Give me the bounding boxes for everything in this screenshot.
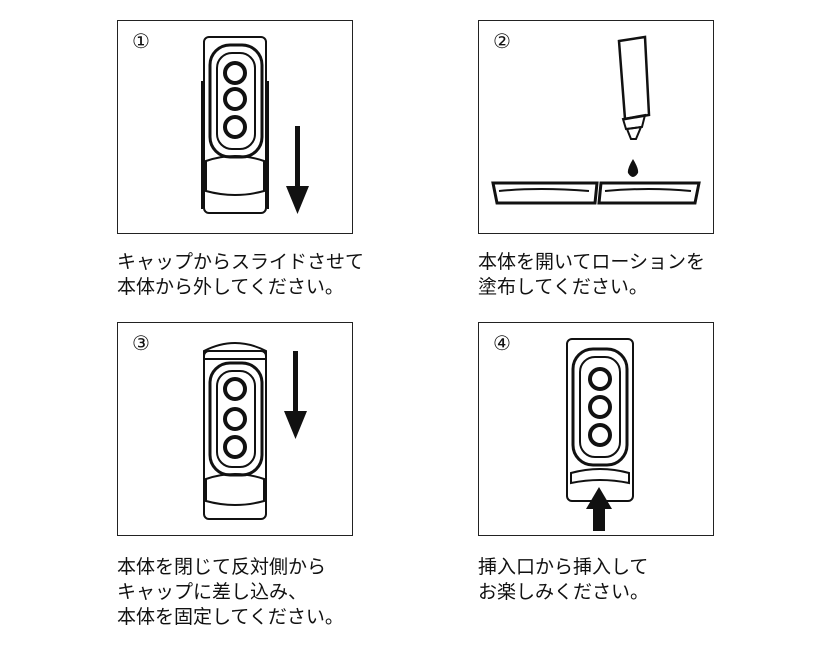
arrow-down-icon [286,186,309,214]
caption-line: 挿入口から挿入して [478,556,649,578]
device-hole [223,407,247,431]
device-hole [223,115,247,139]
device-hole [588,395,612,419]
caption-line: キャップに差し込み、 [117,581,308,603]
step-4-number: ④ [493,331,511,355]
arrow-down-icon [295,126,300,188]
opened-device-left [491,181,599,205]
device-hole [223,87,247,111]
step-2-illustration [491,35,701,205]
device-hole [588,423,612,447]
cap-shape [566,338,634,502]
device-body [571,347,629,467]
step-3-illustration [203,342,307,520]
device-hole [223,61,247,85]
lotion-bottle [617,35,651,121]
device-hole [223,377,247,401]
step-1-caption: キャップからスライドさせて 本体から外してください。 [117,250,364,300]
step-1-panel: ① [117,20,353,234]
device-hole [223,435,247,459]
opened-device-right [597,181,701,205]
arrow-up-icon [586,487,612,509]
arrow-down-icon [293,351,298,413]
caption-line: 塗布してください。 [478,276,648,298]
step-3-number: ③ [132,331,150,355]
step-4-panel: ④ [478,322,714,536]
step-4-caption: 挿入口から挿入して お楽しみください。 [478,555,649,605]
arrow-down-icon [284,411,307,439]
caption-line: キャップからスライドさせて [117,251,365,273]
step-2-caption: 本体を開いてローションを 塗布してください。 [478,250,705,300]
cap-shape [203,36,267,214]
step-1-number: ① [132,29,150,53]
caption-line: 本体を閉じて反対側から [117,556,327,578]
caption-line: 本体を固定してください。 [117,606,344,628]
caption-line: 本体を開いてローションを [478,251,706,273]
step-4-illustration [566,338,634,531]
lotion-drop [627,159,639,177]
step-1-illustration [201,36,309,214]
caption-line: 本体から外してください。 [117,276,344,298]
step-2-number: ② [493,29,511,53]
device-hole [588,367,612,391]
step-3-caption: 本体を閉じて反対側から キャップに差し込み、 本体を固定してください。 [117,555,344,630]
arrow-up-icon [593,507,605,531]
caption-line: お楽しみください。 [478,581,650,603]
step-2-panel: ② [478,20,714,234]
step-3-panel: ③ [117,322,353,536]
